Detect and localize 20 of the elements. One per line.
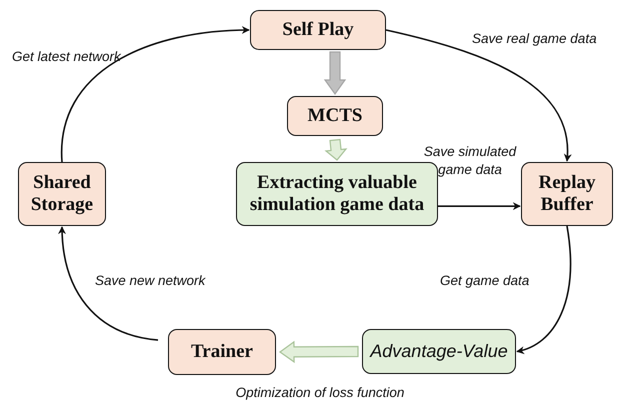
arrow [438, 202, 521, 210]
arrow [516, 226, 572, 354]
block-arrow [324, 51, 346, 96]
block-arrow [278, 340, 359, 364]
process-box: Advantage-Value [362, 329, 516, 374]
process-box: Extracting valuable simulation game data [236, 162, 438, 226]
process-box: Trainer [168, 329, 276, 375]
edge-label: Get latest network [12, 48, 122, 66]
arrow [58, 226, 158, 341]
process-box: MCTS [287, 96, 383, 136]
process-box: Replay Buffer [521, 162, 613, 226]
process-box: Self Play [250, 10, 386, 50]
arrow [386, 29, 572, 162]
process-box: Shared Storage [18, 162, 106, 226]
block-arrow [324, 138, 348, 161]
edge-label: Save new network [95, 272, 206, 290]
edge-label: Save real game data [472, 30, 598, 48]
arrow [61, 26, 250, 162]
edge-label: Optimization of loss function [234, 384, 406, 402]
edge-label: Get game data [440, 272, 530, 290]
